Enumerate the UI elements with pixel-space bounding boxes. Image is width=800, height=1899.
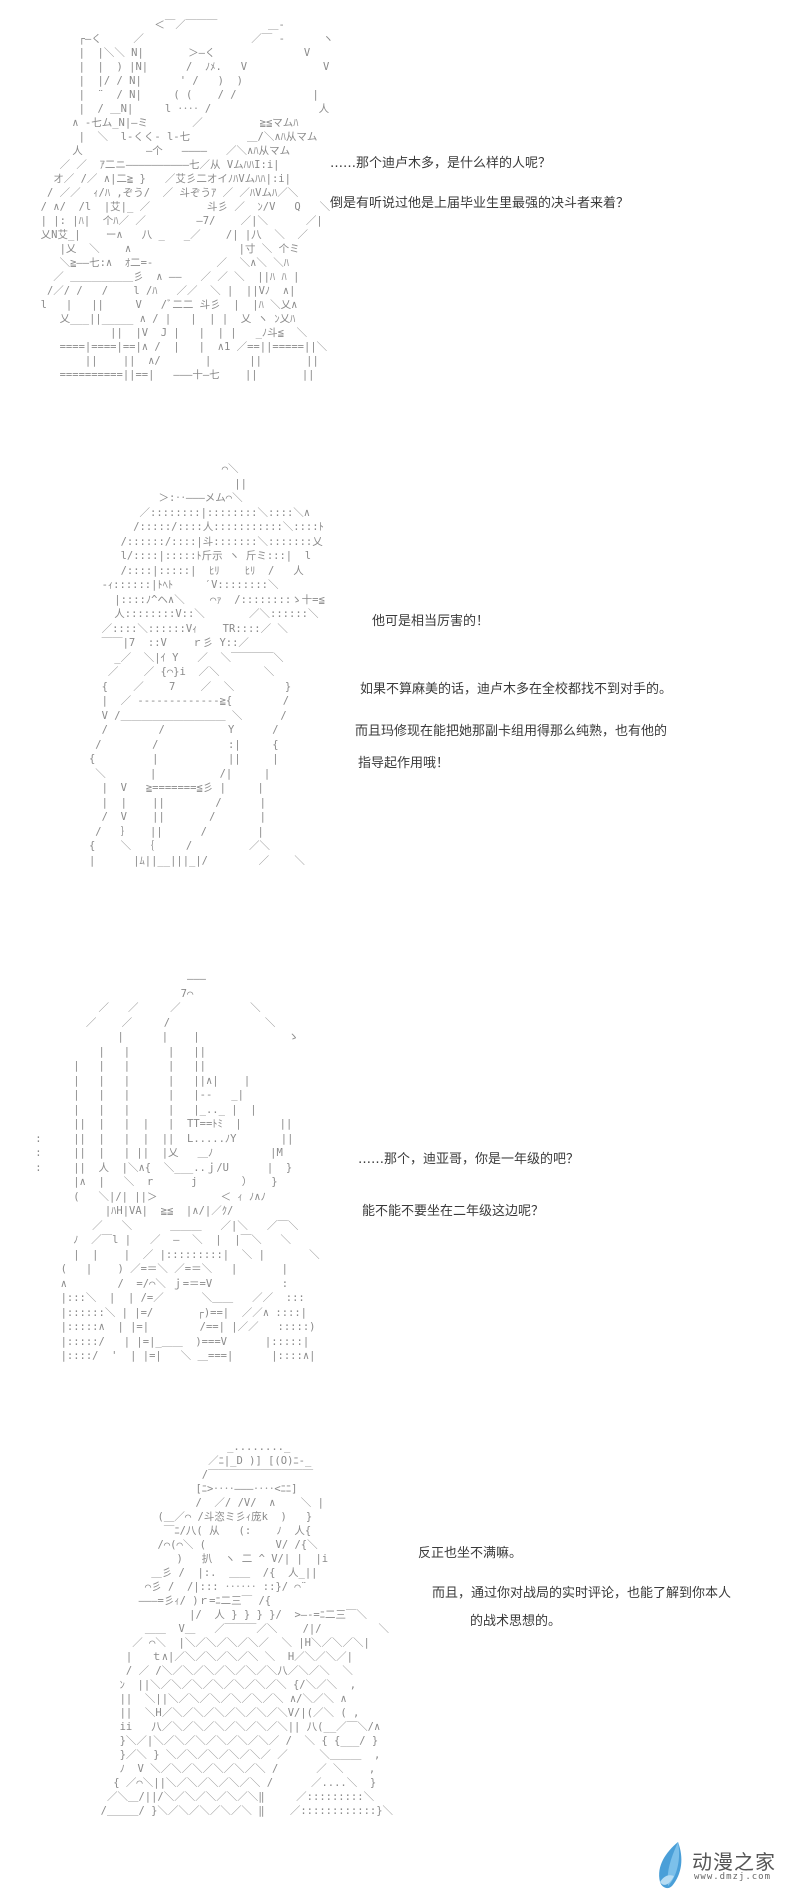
ascii-art-panel-2: ⌒＼ || ＞:‥―――メム⌒＼ ／::::::::|::::::::＼::::… xyxy=(88,463,325,867)
panel-2: ⌒＼ || ＞:‥―――メム⌒＼ ／::::::::|::::::::＼::::… xyxy=(0,440,800,950)
dialogue-line: 如果不算麻美的话，迪卢木多在全校都找不到对手的。 xyxy=(360,682,673,697)
dialogue-line: 反正也坐不满嘛。 xyxy=(418,1546,523,1561)
dialogue-line: 指导起作用哦！ xyxy=(358,756,450,771)
dialogue-line: 的战术思想的。 xyxy=(470,1614,562,1629)
watermark-logo: 动漫之家 www.dmzj.com xyxy=(652,1840,792,1892)
ascii-art-panel-3: ――― 7⌒ ／ ／ ／ ＼ ／ ／ / ＼ | | | ゝ | | | || xyxy=(35,973,320,1362)
dialogue-line: 倒是有听说过他是上届毕业生里最强的决斗者来着？ xyxy=(330,196,630,211)
dialogue-line: 他可是相当厉害的！ xyxy=(372,614,490,629)
dialogue-line: ……那个迪卢木多，是什么样的人呢？ xyxy=(330,156,552,171)
ascii-art-panel-4: _........_ ／ﾆ|_D )] [(O)ﾆ-_ /￣￣￣￣￣￣￣￣￣￣ … xyxy=(100,1441,394,1817)
dialogue-line: ……那个，迪亚哥，你是一年级的吧？ xyxy=(358,1152,580,1167)
panel-1: ＜￣／￣￣￣ ＿- ┌―く ／ ／￣ ‐ ヽ | |＼＼ N| ＞―く V | … xyxy=(0,0,800,440)
dialogue-line: 而且，通过你对战局的实时评论，也能了解到你本人 xyxy=(432,1586,732,1601)
panel-4: _........_ ／ﾆ|_D )] [(O)ﾆ-_ /￣￣￣￣￣￣￣￣￣￣ … xyxy=(0,1410,800,1840)
panel-3: ――― 7⌒ ／ ／ ／ ＼ ／ ／ / ＼ | | | ゝ | | | || xyxy=(0,950,800,1410)
watermark-title: 动漫之家 xyxy=(692,1850,776,1874)
dialogue-line: 而且玛修现在能把她那副卡组用得那么纯熟，也有他的 xyxy=(355,724,668,739)
ascii-art-panel-1: ＜￣／￣￣￣ ＿- ┌―く ／ ／￣ ‐ ヽ | |＼＼ N| ＞―く V | … xyxy=(40,19,334,381)
dialogue-line: 能不能不要坐在二年级这边呢？ xyxy=(362,1204,545,1219)
leaf-logo-icon xyxy=(659,1842,682,1889)
watermark-url: www.dmzj.com xyxy=(694,1872,772,1882)
